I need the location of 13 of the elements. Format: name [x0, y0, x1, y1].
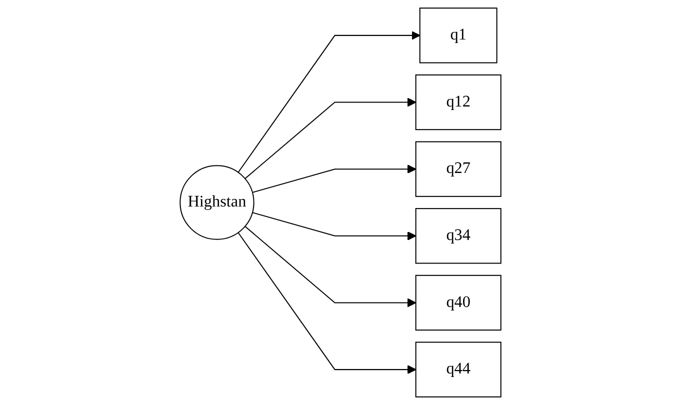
node-box: q12 [415, 74, 502, 130]
arrow [238, 232, 416, 374]
node-box: q44 [415, 342, 502, 398]
arrow [252, 212, 416, 240]
arrow [252, 164, 416, 193]
node-box: q34 [415, 208, 502, 264]
node-circle: Highstan [180, 165, 254, 240]
arrow [244, 226, 416, 308]
arrow [244, 98, 416, 180]
node-box: q40 [415, 274, 502, 331]
node-box: q1 [419, 8, 498, 64]
arrow [238, 30, 420, 173]
node-box: q27 [415, 141, 502, 197]
